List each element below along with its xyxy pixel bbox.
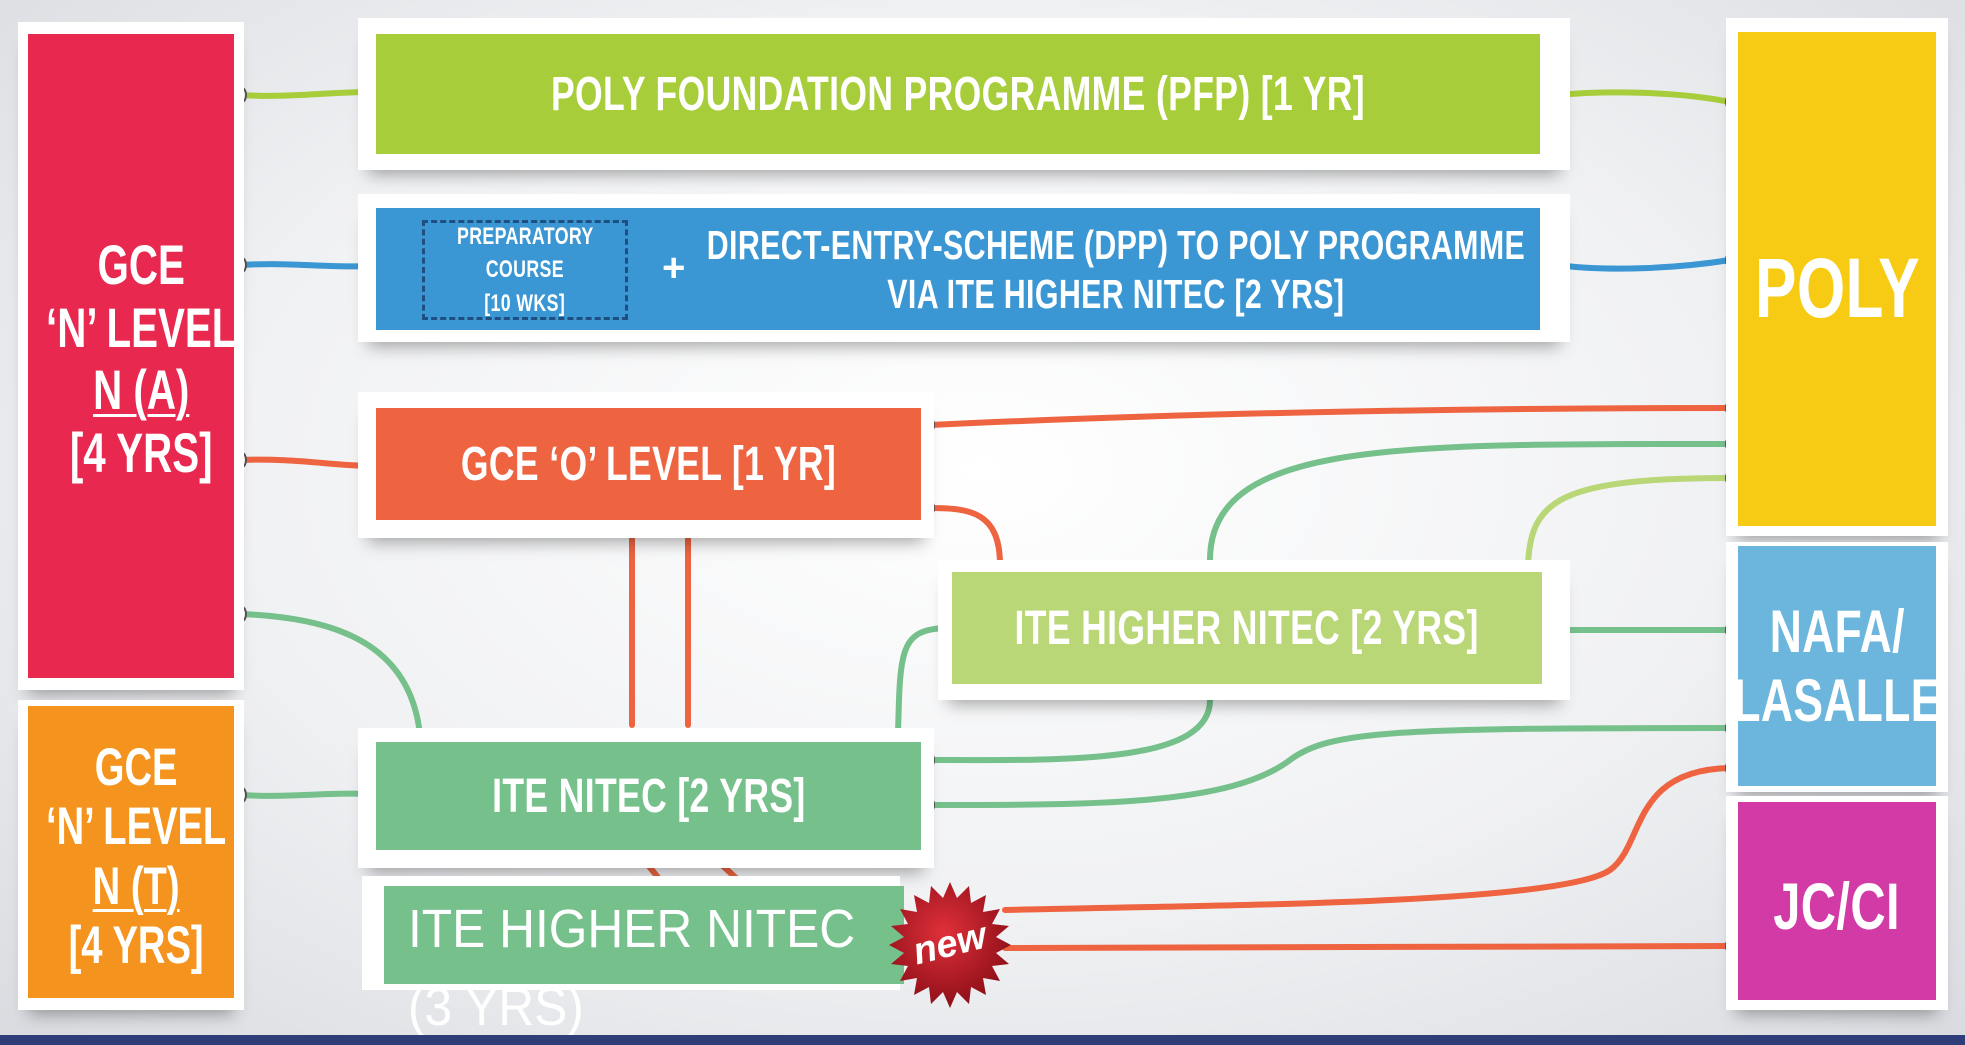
- higher-nitec-3yr-card: [362, 876, 904, 990]
- o-level-card: GCE ‘O’ LEVEL [1 YR]: [358, 392, 934, 538]
- prep-course-line-2: COURSE: [485, 256, 565, 284]
- gce-n-a-line-1: GCE: [97, 233, 185, 296]
- prep-course-line-1: PREPARATORY: [456, 222, 594, 250]
- gce-n-t-line-1: GCE: [94, 738, 178, 797]
- nafa-line-1: NAFA/: [1769, 598, 1905, 665]
- gce-n-t-card: GCE ‘N’ LEVEL N (T) [4 YRS]: [18, 700, 244, 1010]
- higher-nitec-label: ITE HIGHER NITEC [2 YRS]: [1014, 601, 1480, 655]
- pfp-card: POLY FOUNDATION PROGRAMME (PFP) [1 YR]: [358, 18, 1570, 170]
- dpp-line-1: DIRECT-ENTRY-SCHEME (DPP) TO POLY PROGRA…: [706, 221, 1526, 268]
- higher-nitec-3yr-line-1: ITE HIGHER NITEC: [408, 899, 856, 959]
- higher-nitec-box: ITE HIGHER NITEC [2 YRS]: [952, 572, 1542, 684]
- nafa-line-2: LASALLE: [1733, 667, 1941, 734]
- nitec-card: ITE NITEC [2 YRS]: [358, 728, 934, 868]
- gce-n-t-line-4: [4 YRS]: [68, 916, 204, 976]
- poly-card: POLY: [1726, 18, 1948, 536]
- gce-n-a-line-3: N (A): [93, 358, 190, 422]
- badge-starburst-shape: [889, 882, 1011, 1008]
- o-level-label: GCE ‘O’ LEVEL [1 YR]: [460, 437, 837, 491]
- poly-label: POLY: [1754, 241, 1920, 335]
- new-badge: new: [889, 882, 1011, 1008]
- jc-card: JC/CI: [1726, 796, 1948, 1010]
- gce-n-t-line-2: ‘N’ LEVEL: [46, 797, 227, 857]
- dpp-box: PREPARATORY COURSE [10 WKS] + DIRECT-ENT…: [376, 208, 1540, 330]
- pfp-box: POLY FOUNDATION PROGRAMME (PFP) [1 YR]: [376, 34, 1540, 154]
- plus-sign: +: [662, 246, 686, 290]
- prep-course-line-3: [10 WKS]: [484, 289, 566, 317]
- gce-n-t-box: GCE ‘N’ LEVEL N (T) [4 YRS]: [28, 706, 234, 998]
- gce-n-a-line-4: [4 YRS]: [69, 421, 213, 485]
- o-level-box: GCE ‘O’ LEVEL [1 YR]: [376, 408, 921, 520]
- gce-n-a-box: GCE ‘N’ LEVEL N (A) [4 YRS]: [28, 34, 237, 678]
- nafa-box: NAFA/ LASALLE: [1733, 546, 1940, 786]
- higher-nitec-3yr-line-2: (3 YRS): [408, 977, 584, 1037]
- nitec-label: ITE NITEC [2 YRS]: [491, 769, 806, 823]
- nafa-card: NAFA/ LASALLE: [1726, 542, 1948, 792]
- dpp-line-2: VIA ITE HIGHER NITEC [2 YRS]: [887, 271, 1345, 317]
- gce-n-t-line-3: N (T): [92, 856, 180, 916]
- nitec-box: ITE NITEC [2 YRS]: [376, 742, 921, 850]
- higher-nitec-card: ITE HIGHER NITEC [2 YRS]: [938, 560, 1570, 700]
- jc-box: JC/CI: [1738, 802, 1936, 1000]
- jc-label: JC/CI: [1773, 869, 1901, 943]
- higher-nitec-3yr-box: [384, 886, 904, 984]
- gce-n-a-line-2: ‘N’ LEVEL: [46, 295, 237, 359]
- pfp-label: POLY FOUNDATION PROGRAMME (PFP) [1 YR]: [551, 67, 1365, 121]
- prep-course-box: PREPARATORY COURSE [10 WKS]: [422, 220, 628, 320]
- bottom-bar: [0, 1035, 1965, 1045]
- dpp-card: PREPARATORY COURSE [10 WKS] + DIRECT-ENT…: [358, 194, 1570, 342]
- poly-box: POLY: [1738, 32, 1936, 526]
- gce-n-a-card: GCE ‘N’ LEVEL N (A) [4 YRS]: [18, 22, 244, 690]
